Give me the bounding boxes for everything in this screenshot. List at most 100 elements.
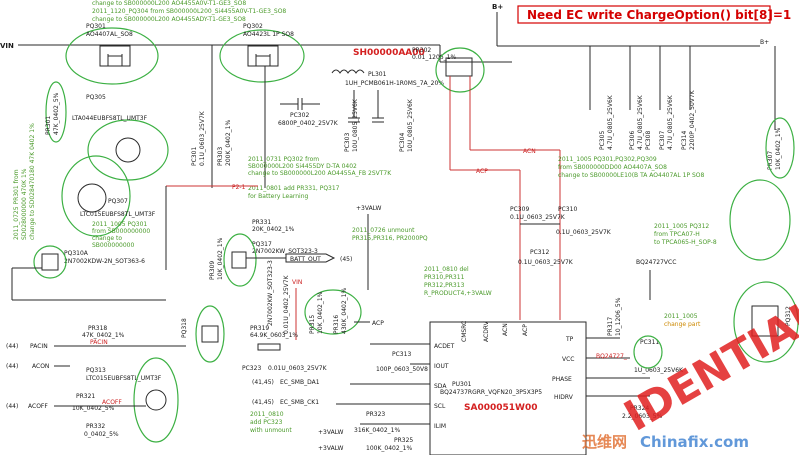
pc303-label: PC303 [344,133,351,152]
note-4b: PR315,PR316, PR2000PQ [352,235,428,242]
pc314-ref: PC314 [681,131,688,150]
pc304-symbol [372,90,384,123]
pu301-value: BQ24737RGRR_VQFN20_3P5X3P5 [440,389,542,396]
top-note-2: 2011_1120_PQ304 from SB000000L200_Si4455… [92,8,286,15]
pr318-value: 47K_0402_1% [82,332,125,339]
pc310-value: 0.1U_0603_25V7K [556,229,612,236]
pq302-ref: PQ302 [243,23,263,30]
pq307-value: LTC015EUBFS8TL_UMT3F [80,211,156,218]
pr331-ref: PR331 [252,219,271,226]
pin-acdet: ACDET [434,343,455,350]
note-3d: SB000000000 [92,242,134,249]
acoff-sheet: (44) [6,403,18,410]
pc307-value: 4.7U_0805_25V6K [667,94,674,150]
pin-acn: ACN [502,323,509,336]
top-note-3: change to SB000000L200 AO4455ADY-T1-GE3_… [92,16,246,23]
pq310a-ref: PQ310A [64,250,89,257]
pin-sda: SDA [434,383,447,390]
pr302-symbol [445,57,473,77]
pr319-ref: PR319 [250,325,269,332]
pc306-value: 4.7U_0805_25V6K [637,94,644,150]
pc314-value: 2200P_0402_50V7K [689,89,696,150]
note-3c: change to [92,235,122,242]
pr303-value: 200K_0402_1% [225,120,232,166]
note-2a: 2011_0801 add PR331, PQ317 [248,185,340,192]
pr309-value: 10K_0402_1% [217,237,224,280]
note-1b: SB000000L200 Si4455DY D-TA 0402 [248,163,357,170]
bplus-label: B+ [492,3,503,11]
pr307-value: 10K_0402_1% [775,127,782,170]
bplus-small-label: B+ [760,39,769,46]
pr316-ref: PR316 [333,315,340,334]
pr309-ref: PR309 [209,261,216,280]
note-5d: R_PRODUCT4,+3VALW [424,290,492,297]
pq307-highlight [61,155,131,237]
pr302-ref: PR302 [412,47,431,54]
pq318-highlight [195,305,225,363]
pc309-value: 0.1U_0603_25V7K [510,214,566,221]
pc307-ref: PC307 [659,131,666,150]
pc313-value: 100P_0603_50V8 [376,366,428,373]
pq317-value: 2N7002KW_SOT323-3 [252,248,318,255]
pr317-value: 10_1206_5% [615,297,622,336]
left-note-1: 2011_0725 PR301 from [13,169,20,240]
ecsmb2-label: EC_SMB_CK1 [280,399,319,406]
site-watermark: Chinafix.com [640,433,749,451]
pr317-ref: PR317 [607,317,614,336]
acoff-red-label: ACOFF [102,399,122,406]
pq312-highlight [733,281,799,363]
valw2-label: +3VALW [318,429,343,436]
bq-vcc-label: BQ24727VCC [636,259,676,266]
pq301-symbol [99,45,131,67]
pr316-value: 430K_0402_1% [341,288,348,334]
pc302-value: 6800P_0402_25V7K [278,120,339,127]
pr319-value: 64.9K_0603_1% [250,332,298,339]
top-revision-notes: change to SB000000L200 AO4455A0V-T1-GE3_… [92,0,286,23]
ecsmb1-label: EC_SMB_DA1 [280,379,320,386]
pq310a-symbol [41,253,59,271]
note-5b: PR310,PR311 [424,274,465,281]
pc311-highlight [633,335,663,369]
pr325-ref: PR325 [394,437,413,444]
pq318-symbol [201,325,219,343]
pl301-value: 1UH_PCMB061H-1R0MS_7A_20% [345,80,444,87]
pr331-value: 20K_0402_1% [252,226,295,233]
note-7a: 2011_1005 PQ312 [654,223,709,230]
pc301-ref: PC301 [191,147,198,166]
pr320-value: 0.01U_0402_25V7K [283,274,290,334]
pq301-ref: PQ301 [86,23,106,30]
pc305-ref: PC305 [599,131,606,150]
acoff-label: ACOFF [28,403,48,410]
pc313-ref: PC313 [392,351,411,358]
pc306-ref: PC306 [629,131,636,150]
pq301-value: AO4407AL_SO8 [86,31,133,38]
pr325-value: 100K_0402_1% [366,445,412,452]
pr332-value: 0_0402_5% [84,431,119,438]
note-9c: with unmount [250,427,292,434]
vin-label: VIN [0,42,14,50]
pq305-transistor [115,137,141,163]
pacin-red-label: PACIN [90,339,108,346]
pr323-ref: PR323 [366,411,385,418]
pq305-ref: PQ305 [86,94,106,101]
ec-banner-box [517,5,771,24]
note-8a: 2011_1005 [664,313,698,320]
pq317-symbol [231,251,247,269]
pq313-ref: PQ313 [86,367,106,374]
note-9b: add PC323 [250,419,283,426]
note-7b: from TPCA07-H [654,231,700,238]
note-1c: change to SB000000L200 AO4455A_FB 2SVT7K [248,170,392,177]
pin-acp: ACP [522,324,529,336]
pr301-highlight [45,81,67,143]
acp-net-label: ACP [372,320,384,327]
pc312-ref: PC312 [530,249,549,256]
note-5a: 2011_0810 del [424,266,469,273]
pq307-ref: PQ307 [108,198,128,205]
pq313-highlight [133,357,179,443]
pq302-gate [255,54,271,66]
pr321-value: 10K_0402_5% [72,405,115,412]
pin-tp: TP [565,336,574,343]
top-note-1: change to SB000000L200 AO4455A0V-T1-GE3_… [92,0,246,7]
bq-phase-label: BQ24727_ [596,353,628,360]
pq313-transistor [145,389,167,411]
